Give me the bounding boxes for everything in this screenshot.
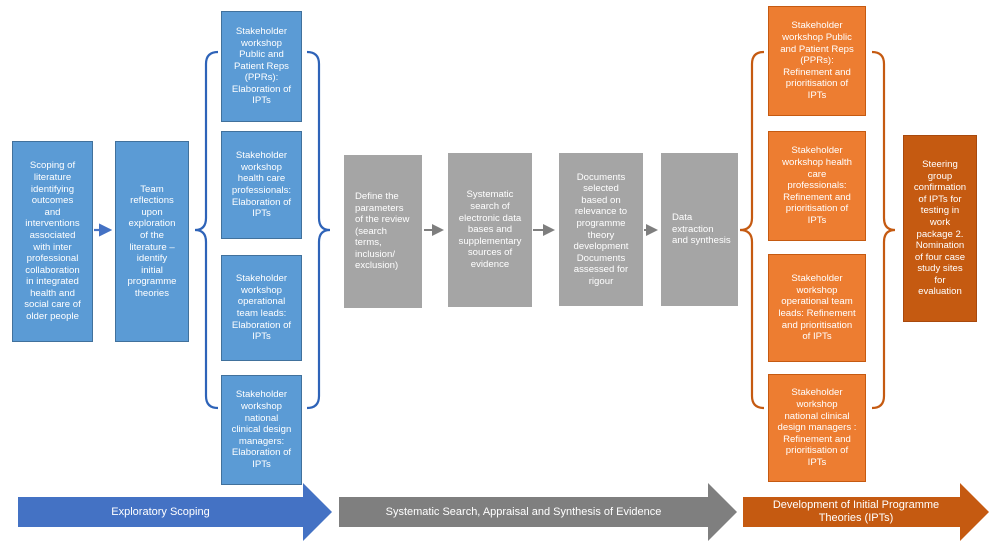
step-systematic-search: Systematic search of electronic data bas… — [448, 153, 532, 307]
workshop-blue-health-care: Stakeholder workshop health care profess… — [221, 131, 302, 239]
phase-label-systematic: Systematic Search, Appraisal and Synthes… — [385, 505, 662, 518]
phase-band-orange — [743, 483, 989, 541]
scoping-box: Scoping of literature identifying outcom… — [12, 141, 93, 342]
workshop-orange-team-leads: Stakeholder workshop operational team le… — [768, 254, 866, 362]
step-define-parameters: Define the parameters of the review (sea… — [344, 155, 422, 308]
phase-label-exploratory: Exploratory Scoping — [111, 505, 210, 518]
step-data-extraction: Data extraction and synthesis — [661, 153, 738, 306]
brace-orange-right — [871, 50, 896, 410]
workshop-blue-team-leads: Stakeholder workshop operational team le… — [221, 255, 302, 361]
phase-band-grey — [339, 483, 737, 541]
phase-band-blue — [18, 483, 332, 541]
steering-group-box: Steering group confirmation of IPTs for … — [903, 135, 977, 322]
workshop-blue-design-managers: Stakeholder workshop national clinical d… — [221, 375, 302, 485]
phase-label-development: Development of Initial Programme Theorie… — [772, 499, 940, 524]
workshop-orange-design-managers: Stakeholder workshop national clinical d… — [768, 374, 866, 482]
workshop-orange-health-care: Stakeholder workshop health care profess… — [768, 131, 866, 241]
workshop-blue-ppr: Stakeholder workshop Public and Patient … — [221, 11, 302, 122]
workshop-orange-ppr: Stakeholder workshop Public and Patient … — [768, 6, 866, 116]
brace-blue-right — [306, 50, 331, 410]
brace-orange-left — [739, 50, 765, 410]
step-documents-selected: Documents selected based on relevance to… — [559, 153, 643, 306]
brace-blue-left — [194, 50, 219, 410]
team-reflections-box: Team reflections upon exploration of the… — [115, 141, 189, 342]
